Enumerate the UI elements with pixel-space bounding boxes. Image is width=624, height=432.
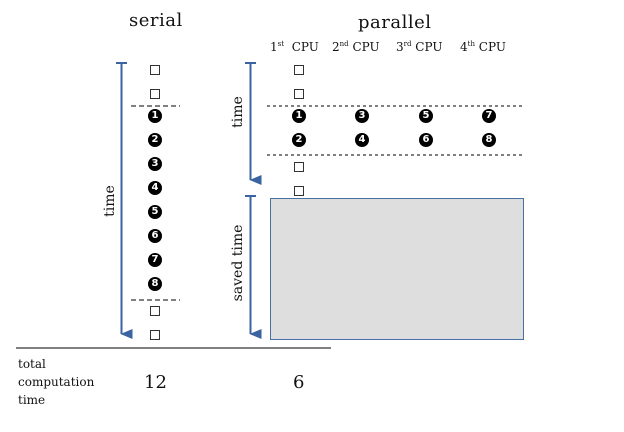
serial-idle-box: [150, 89, 160, 99]
cpu-label-4: 4th CPU: [460, 40, 506, 54]
serial-heading: serial: [129, 10, 183, 31]
serial-time-arrow: [116, 62, 133, 339]
serial-total-value: 12: [144, 372, 167, 393]
parallel-idle-box: [294, 89, 304, 99]
serial-idle-box: [150, 65, 160, 75]
serial-task-5: 5: [148, 205, 162, 219]
parallel-time-label: time: [230, 96, 246, 128]
serial-task-2: 2: [148, 133, 162, 147]
saved-time-block: [270, 198, 524, 340]
total-computation-label: total computation time: [18, 355, 94, 409]
serial-task-8: 8: [148, 277, 162, 291]
parallel-heading: parallel: [358, 12, 432, 33]
saved-time-arrow: [245, 195, 262, 339]
cpu4-task: 8: [482, 133, 496, 147]
serial-task-4: 4: [148, 181, 162, 195]
serial-time-label: time: [102, 185, 118, 217]
cpu3-task: 5: [419, 109, 433, 123]
total-label-line: computation: [18, 375, 95, 389]
cpu-label-1: 1st CPU: [270, 40, 319, 54]
serial-task-1: 1: [148, 109, 162, 123]
serial-task-3: 3: [148, 157, 162, 171]
saved-time-label: saved time: [230, 224, 246, 302]
parallel-idle-box: [294, 65, 304, 75]
serial-idle-box: [150, 330, 160, 340]
total-label-line: total: [18, 357, 46, 371]
cpu-label-2: 2nd CPU: [332, 40, 380, 54]
parallel-idle-box: [294, 186, 304, 196]
parallel-total-value: 6: [293, 372, 305, 393]
cpu2-task: 4: [355, 133, 369, 147]
parallel-idle-box: [294, 162, 304, 172]
parallel-time-arrow: [245, 62, 262, 185]
serial-idle-box: [150, 306, 160, 316]
cpu2-task: 3: [355, 109, 369, 123]
serial-task-7: 7: [148, 253, 162, 267]
cpu4-task: 7: [482, 109, 496, 123]
cpu1-task: 1: [292, 109, 306, 123]
total-label-line: time: [18, 393, 46, 407]
cpu1-task: 2: [292, 133, 306, 147]
serial-task-6: 6: [148, 229, 162, 243]
cpu3-task: 6: [419, 133, 433, 147]
cpu-label-3: 3rd CPU: [396, 40, 443, 54]
